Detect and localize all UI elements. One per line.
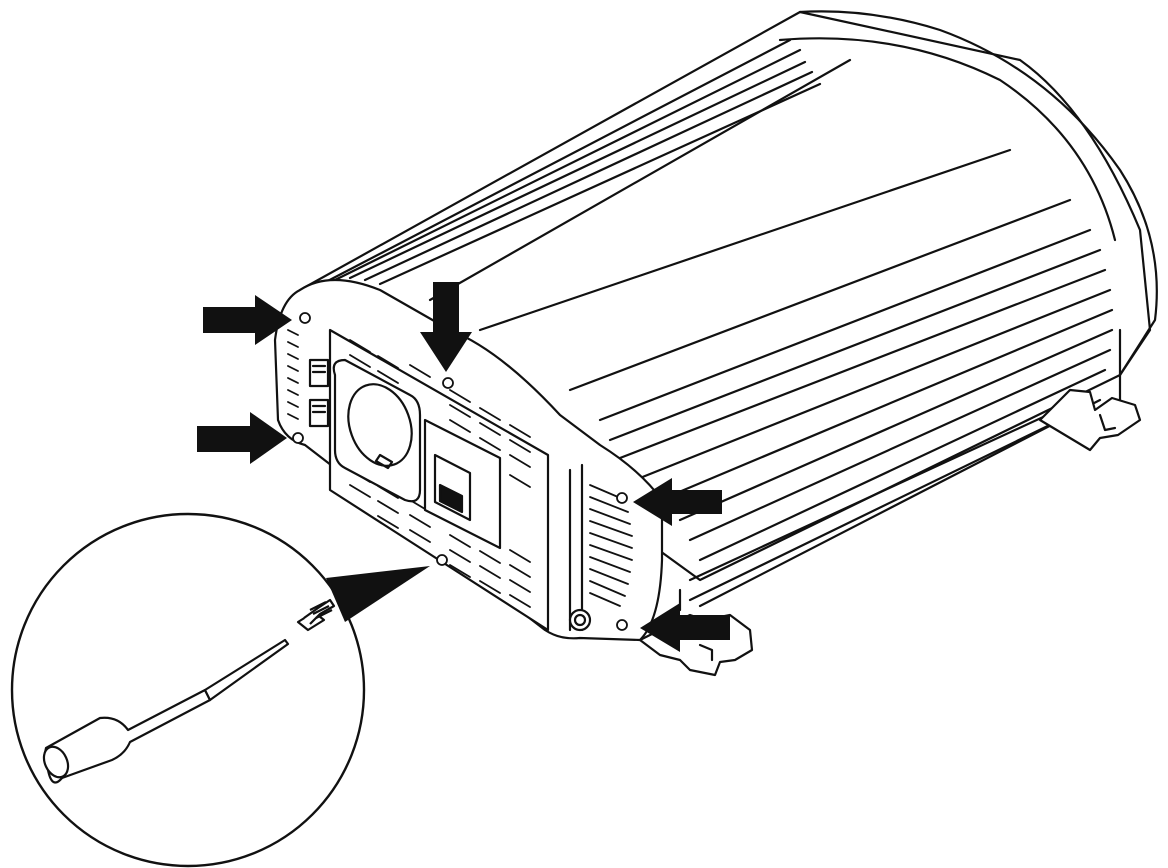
screwdriver-inset [10,512,430,868]
power-switch [423,418,502,550]
ac-outlet [332,358,422,503]
usb-ports [308,358,330,428]
arrow-icon [640,603,730,652]
arrow-icon [197,412,287,464]
screw-holes [292,312,628,631]
arrow-icon [203,295,292,345]
ground-terminal [568,608,592,632]
mounting-foot-rear [1038,388,1142,452]
arrow-icon [633,478,722,526]
arrow-icon [420,282,472,372]
